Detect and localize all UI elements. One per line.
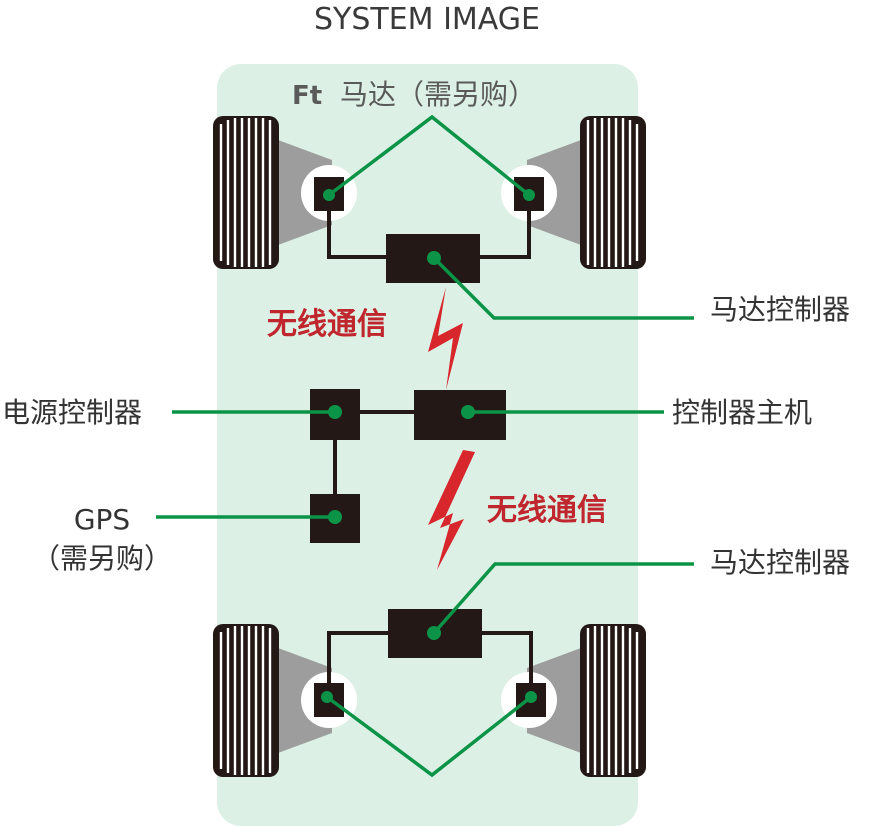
- motor-controller-top-label: 马达控制器: [710, 293, 850, 326]
- diagram-title: SYSTEM IMAGE: [314, 2, 540, 37]
- gps-note-label: （需另购）: [32, 542, 172, 575]
- front-motor-prefix: Ft: [292, 81, 322, 111]
- power-controller-label: 电源控制器: [2, 396, 142, 429]
- connection-dots: [321, 189, 537, 703]
- gps-label: GPS: [74, 503, 130, 536]
- wireless-bolt-bottom-icon: [428, 450, 475, 570]
- wiring: [327, 195, 533, 698]
- wireless-top-label: 无线通信: [267, 307, 387, 342]
- wireless-bolt-top-icon: [428, 287, 463, 390]
- leader-lines: [156, 114, 694, 778]
- front-motor-label: 马达（需另购）: [340, 78, 536, 111]
- motor-controller-bottom-label: 马达控制器: [710, 546, 850, 579]
- wheel-rear-right: [501, 624, 646, 777]
- controller-host-box: [414, 390, 506, 440]
- controller-host-label: 控制器主机: [672, 396, 812, 429]
- wireless-bottom-label: 无线通信: [487, 493, 607, 528]
